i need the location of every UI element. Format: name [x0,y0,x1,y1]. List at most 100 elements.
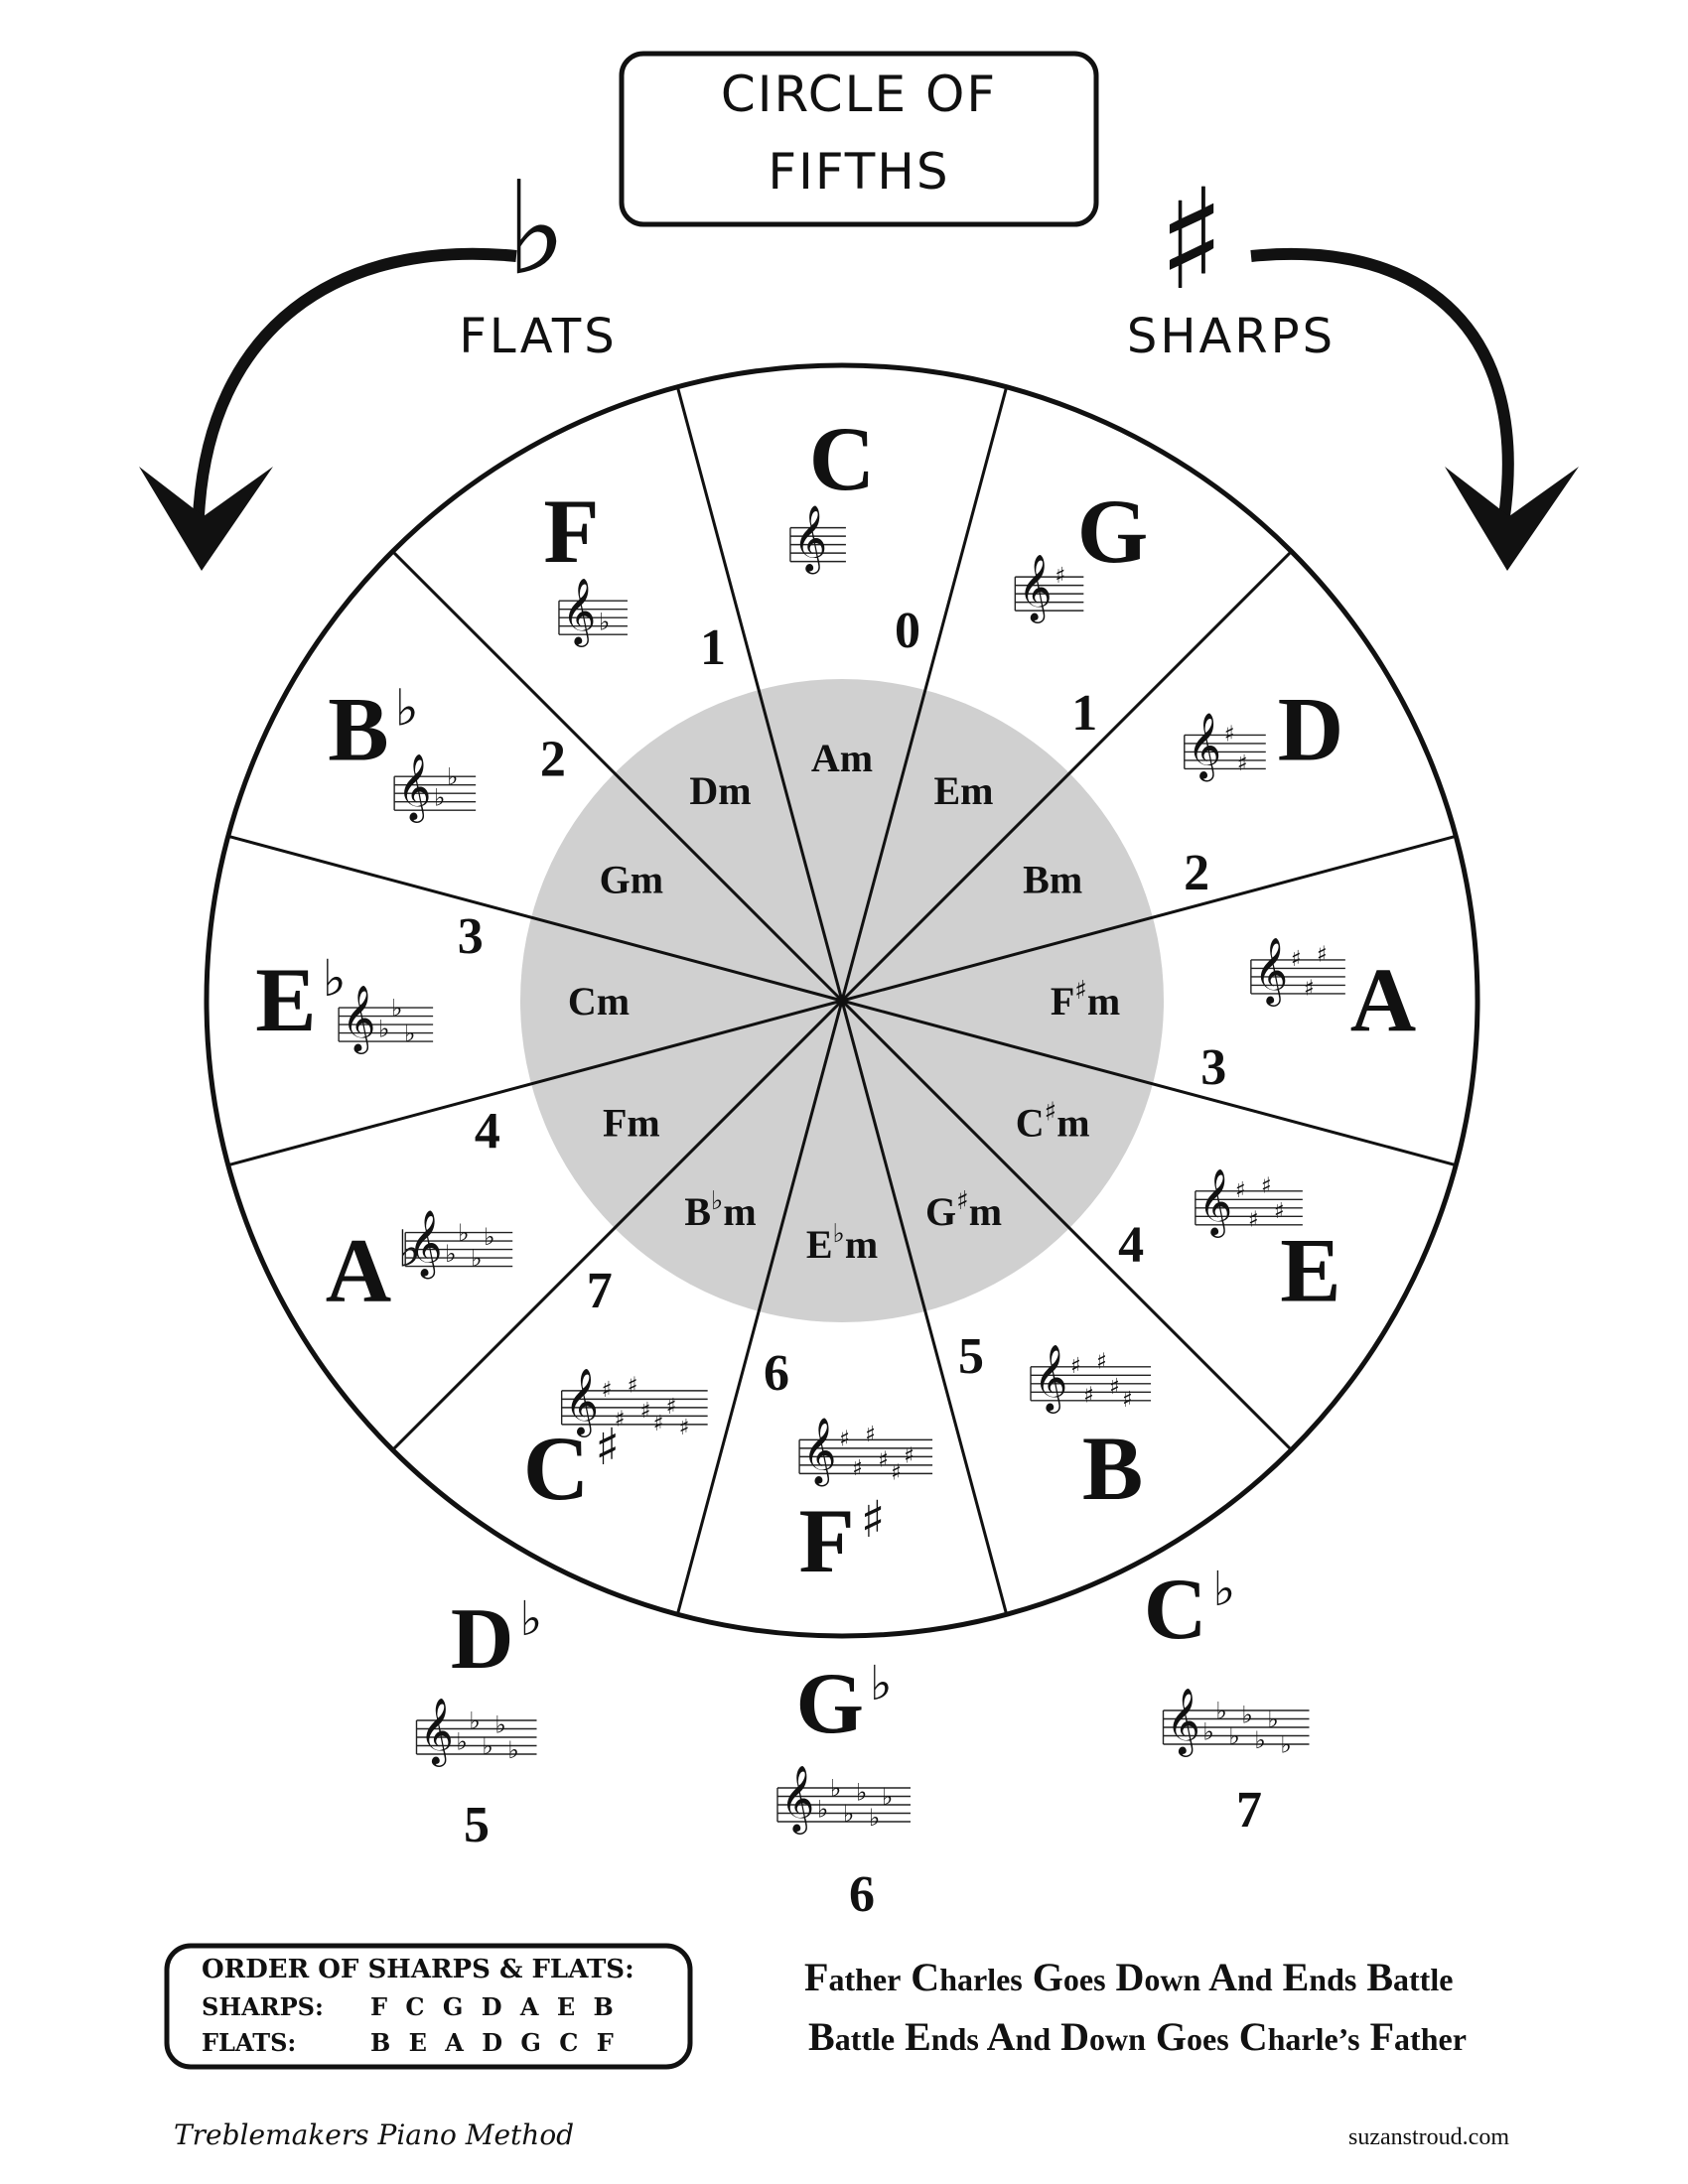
major-key-label: B♭ [328,679,418,780]
treble-clef-icon: 𝄞 [1018,553,1052,623]
sharp-icon: ♯ [1083,1384,1094,1409]
sharp-icon: ♯ [1274,1199,1285,1224]
major-key-label: F♯ [799,1490,886,1591]
sharp-symbol: ♯ [1158,160,1225,322]
wedge-divider [840,1000,1009,1615]
enharmonic-keys: D♭𝄞♭♭♭♭♭5G♭𝄞♭♭♭♭♭♭6C♭𝄞♭♭♭♭♭♭♭7 [415,1562,1310,1923]
mnemonic-word-rest: oes [1063,1962,1106,1997]
order-flats-label: FLATS: [202,2028,296,2057]
major-key-label: B [1082,1418,1143,1519]
major-key-wedge: C𝄞 0 [789,408,920,659]
major-key-wedge: E♭𝄞♭♭♭3 [255,908,483,1054]
sharp-icon: ♯ [1070,1354,1081,1379]
major-key-label: C [809,408,875,509]
key-signature-staff: 𝄞♯♯♯♯♯♯ [798,1416,933,1486]
wedge-divider [227,834,843,1003]
order-of-sharps-flats-box: ORDER OF SHARPS & FLATS: SHARPS: F C G D… [164,1943,693,2070]
flat-icon: ♭ [882,1783,893,1811]
sharp-icon: ♯ [865,1423,876,1447]
flat-icon: ♭ [391,994,402,1022]
treble-clef-icon: 𝄞 [802,1416,836,1486]
minor-key-label: B♭m [684,1186,756,1234]
sharp-flat-count: 0 [895,603,920,659]
major-key-label: E♭ [255,949,346,1050]
sharp-flat-count: 6 [849,1866,875,1923]
mnemonic-initial: G [1146,2014,1187,2059]
major-key-wedge: B♭𝄞♭♭2 [328,679,566,824]
enharmonic-key: D♭𝄞♭♭♭♭♭5 [415,1591,542,1853]
mnemonic-word-rest: harle’s [1268,2021,1360,2057]
major-key-wedge: B𝄞♯♯♯♯♯5 [958,1328,1152,1519]
sharp-flat-count: 6 [764,1345,789,1402]
mnemonic-word-rest: harles [939,1962,1023,1997]
title-line-1: CIRCLE OF [721,66,997,123]
minor-key-label: Bm [1023,858,1082,902]
treble-clef-icon: 𝄞 [342,984,375,1054]
treble-clef-icon: 𝄞 [1254,936,1288,1007]
wedge-divider [227,999,843,1167]
wedge-divider [391,550,844,1003]
mnemonic-initial: F [804,1955,828,1999]
mnemonic-initial: C [901,1955,939,1999]
flat-icon: ♭ [1216,1697,1227,1724]
mnemonic-line-2: Battle Ends And Down Goes Charle’s Fathe… [808,2014,1467,2059]
key-signature-staff: 𝄞♭♭♭♭ [404,1209,513,1280]
key-signature-staff: 𝄞 [789,504,846,575]
treble-clef-icon: 𝄞 [1198,1167,1232,1238]
treble-clef-icon: 𝄞 [408,1209,442,1280]
sharp-flat-count: 7 [1236,1782,1262,1839]
mnemonic-initial: E [895,2014,931,2059]
flat-icon: ♭ [843,1800,854,1828]
mnemonic-line-1: Father Charles Goes Down And Ends Battle [804,1955,1453,1999]
sharp-flat-count: 3 [458,908,484,965]
wedge-divider [391,999,844,1451]
sharp-flat-count: 3 [1200,1039,1226,1096]
wedge-dividers [227,386,1457,1615]
order-flats-value: B E A D G C F [370,2028,619,2057]
key-signature-staff: 𝄞♭♭ [393,752,477,823]
flats-header: ♭ FLATS [139,153,617,571]
flat-symbol: ♭ [505,153,566,304]
sharp-icon: ♯ [1224,722,1235,747]
flat-icon: ♭ [1255,1726,1266,1754]
sharp-icon: ♯ [602,1378,613,1403]
order-sharps-value: F C G D A E B [370,1992,619,2021]
mnemonic-word-rest: attle [835,2021,895,2057]
treble-clef-icon: 𝄞 [562,577,596,647]
sharp-icon: ♯ [1235,1178,1246,1203]
sharp-flat-count: 2 [1184,845,1209,901]
major-key-wedge: A𝄞♯♯♯3 [1200,936,1416,1096]
flat-icon: ♭ [830,1774,841,1802]
sharp-icon: ♯ [1109,1375,1120,1400]
sharps-arrow-curve [1250,247,1514,517]
mnemonic-word-rest: attle [1393,1962,1453,1997]
mnemonic-initial: A [979,2014,1016,2059]
sharp-icon: ♯ [852,1456,863,1481]
order-heading: ORDER OF SHARPS & FLATS: [202,1955,634,1984]
sharp-icon: ♯ [615,1408,626,1433]
sharp-icon: ♯ [679,1416,690,1440]
key-signature-staff: 𝄞♭ [558,577,628,647]
flats-arrow-curve [193,247,517,517]
flats-label: FLATS [459,309,617,364]
mnemonic-word-rest: ather [828,1962,901,1997]
mnemonic-word-rest: nd [1016,2021,1052,2057]
mnemonic-initial: B [1356,1955,1393,1999]
key-signature-staff: 𝄞♯ [1014,553,1084,623]
major-key-label: A♭ [326,1220,422,1321]
sharps-arrow-head [1445,467,1579,571]
mnemonic-initial: A [1200,1955,1237,1999]
flat-icon: ♭ [856,1779,867,1807]
flat-icon: ♭ [447,762,458,790]
flat-icon: ♭ [445,1240,456,1268]
mnemonic-initial: D [1106,1955,1145,1999]
flat-icon: ♭ [484,1223,494,1251]
sharp-icon: ♯ [640,1399,651,1424]
minor-key-label: Gm [600,858,663,902]
key-signature-staff: 𝄞♯♯♯♯♯ [1030,1343,1152,1414]
flat-icon: ♭ [378,1016,389,1043]
treble-clef-icon: 𝄞 [1034,1343,1067,1414]
key-signature-staff: 𝄞♭♭♭♭♭ [415,1697,537,1767]
flat-icon: ♭ [1203,1718,1214,1746]
